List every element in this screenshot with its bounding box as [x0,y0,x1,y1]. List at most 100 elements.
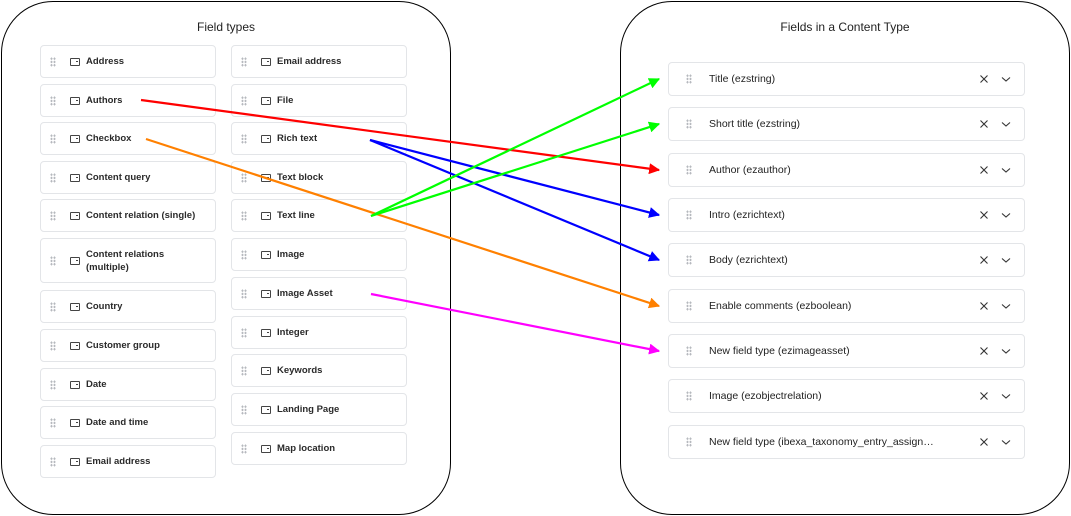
chevron-down-icon[interactable] [1000,164,1012,176]
field-type-label: Customer group [86,340,160,351]
close-icon[interactable] [978,118,990,130]
content-field-row[interactable]: Enable comments (ezboolean) [668,289,1025,323]
field-type-icon [70,341,80,350]
field-type-authors[interactable]: Authors [40,84,216,117]
field-type-label: Content relations(multiple) [86,248,165,273]
field-type-integer[interactable]: Integer [231,316,407,349]
content-field-row[interactable]: Intro (ezrichtext) [668,198,1025,232]
grip-icon[interactable] [50,56,56,67]
grip-icon[interactable] [50,133,56,144]
grip-icon[interactable] [686,74,692,84]
field-type-icon [70,211,80,220]
field-type-content-relations-multiple[interactable]: Content relations(multiple) [40,238,216,283]
chevron-down-icon[interactable] [1000,209,1012,221]
chevron-down-icon[interactable] [1000,254,1012,266]
grip-icon[interactable] [241,56,247,67]
field-type-map-location[interactable]: Map location [231,432,407,465]
field-type-label: Country [86,301,123,312]
grip-icon[interactable] [241,443,247,454]
field-type-image[interactable]: Image [231,238,407,271]
chevron-down-icon[interactable] [1000,436,1012,448]
close-icon[interactable] [978,345,990,357]
content-field-row[interactable]: Image (ezobjectrelation) [668,379,1025,413]
field-type-label: File [277,95,294,106]
grip-icon[interactable] [50,417,56,428]
grip-icon[interactable] [241,172,247,183]
grip-icon[interactable] [241,288,247,299]
field-type-image-asset[interactable]: Image Asset [231,277,407,310]
field-type-keywords[interactable]: Keywords [231,354,407,387]
field-types-title: Field types [196,20,256,34]
field-type-icon [70,457,80,466]
field-type-label: Keywords [277,365,323,376]
grip-icon[interactable] [50,95,56,106]
chevron-down-icon[interactable] [1000,300,1012,312]
close-icon[interactable] [978,254,990,266]
chevron-down-icon[interactable] [1000,73,1012,85]
field-type-content-query[interactable]: Content query [40,161,216,194]
field-type-icon [70,96,80,105]
field-type-content-relation-single[interactable]: Content relation (single) [40,199,216,232]
field-type-date-and-time[interactable]: Date and time [40,406,216,439]
field-type-icon [261,405,271,414]
field-type-text-block[interactable]: Text block [231,161,407,194]
chevron-down-icon[interactable] [1000,390,1012,402]
grip-icon[interactable] [686,255,692,265]
grip-icon[interactable] [50,172,56,183]
content-field-row[interactable]: Body (ezrichtext) [668,243,1025,277]
field-type-customer-group[interactable]: Customer group [40,329,216,362]
field-type-country[interactable]: Country [40,290,216,323]
field-type-label: Map location [277,443,336,454]
content-field-row[interactable]: New field type (ezimageasset) [668,334,1025,368]
grip-icon[interactable] [686,165,692,175]
grip-icon[interactable] [241,249,247,260]
grip-icon[interactable] [50,255,56,266]
field-type-file[interactable]: File [231,84,407,117]
grip-icon[interactable] [241,95,247,106]
close-icon[interactable] [978,73,990,85]
field-type-label: Rich text [277,133,318,144]
content-field-row[interactable]: Author (ezauthor) [668,153,1025,187]
field-type-icon [261,96,271,105]
field-type-icon [70,302,80,311]
grip-icon[interactable] [50,456,56,467]
field-type-checkbox[interactable]: Checkbox [40,122,216,155]
close-icon[interactable] [978,390,990,402]
field-type-email-address[interactable]: Email address [231,45,407,78]
field-type-icon [70,134,80,143]
grip-icon[interactable] [686,301,692,311]
grip-icon[interactable] [241,133,247,144]
content-field-row[interactable]: New field type (ibexa_taxonomy_entry_ass… [668,425,1025,459]
close-icon[interactable] [978,164,990,176]
grip-icon[interactable] [241,210,247,221]
field-type-rich-text[interactable]: Rich text [231,122,407,155]
close-icon[interactable] [978,300,990,312]
chevron-down-icon[interactable] [1000,118,1012,130]
grip-icon[interactable] [241,365,247,376]
grip-icon[interactable] [686,437,692,447]
grip-icon[interactable] [50,379,56,390]
close-icon[interactable] [978,436,990,448]
grip-icon[interactable] [686,210,692,220]
field-type-address[interactable]: Address [40,45,216,78]
content-field-row[interactable]: Short title (ezstring) [668,107,1025,141]
grip-icon[interactable] [686,346,692,356]
grip-icon[interactable] [50,210,56,221]
field-type-landing-page[interactable]: Landing Page [231,393,407,426]
arrow-rich-text-to-intro-ezrichtext [369,138,661,218]
field-type-date[interactable]: Date [40,368,216,401]
field-type-label: Text line [277,210,315,221]
close-icon[interactable] [978,209,990,221]
chevron-down-icon[interactable] [1000,345,1012,357]
grip-icon[interactable] [686,119,692,129]
grip-icon[interactable] [241,327,247,338]
field-type-icon [261,328,271,337]
content-field-row[interactable]: Title (ezstring) [668,62,1025,96]
grip-icon[interactable] [50,301,56,312]
arrow-image-asset-to-new-field-type-ezimageasset [370,292,661,355]
field-type-icon [261,289,271,298]
grip-icon[interactable] [241,404,247,415]
field-type-email-address[interactable]: Email address [40,445,216,478]
grip-icon[interactable] [50,340,56,351]
grip-icon[interactable] [686,391,692,401]
